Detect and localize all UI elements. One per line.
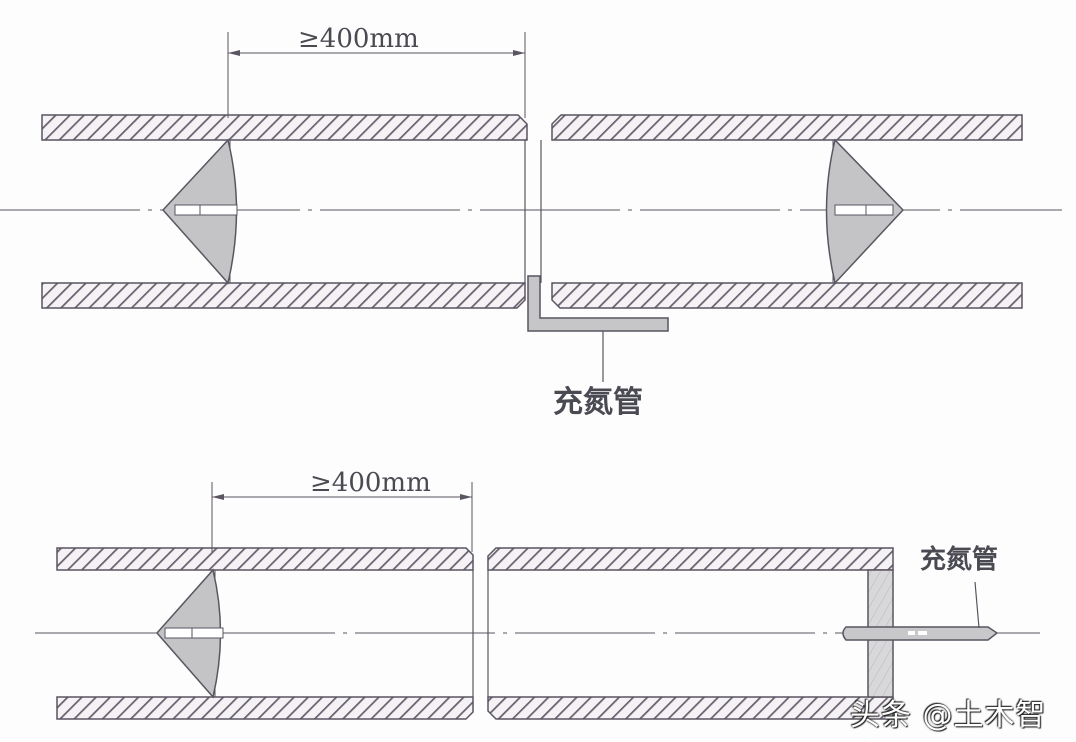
top-nitrogen-pipe	[527, 275, 669, 332]
top-left-pipe-lower-wall	[41, 282, 526, 309]
bottom-right-pipe-lower-wall	[487, 696, 894, 720]
bottom-callout-leader	[974, 581, 980, 629]
bottom-diagram	[35, 482, 1040, 720]
bottom-dimension-label: ≥400mm	[310, 468, 431, 498]
top-right-pipe-lower-wall	[551, 282, 1023, 309]
bottom-left-pipe-lower-wall	[56, 696, 474, 720]
top-left-pipe-upper-wall	[41, 114, 528, 141]
bottom-right-pipe-upper-wall	[487, 547, 894, 571]
bottom-callout-label: 充氮管	[920, 544, 998, 575]
top-callout-label: 充氮管	[553, 385, 643, 420]
top-dimension-label: ≥400mm	[298, 24, 419, 54]
watermark: 头条 @土木智库	[850, 698, 1047, 733]
top-right-pipe-upper-wall	[551, 114, 1023, 141]
bottom-left-pipe-upper-wall	[56, 547, 474, 571]
top-diagram	[0, 32, 1062, 382]
